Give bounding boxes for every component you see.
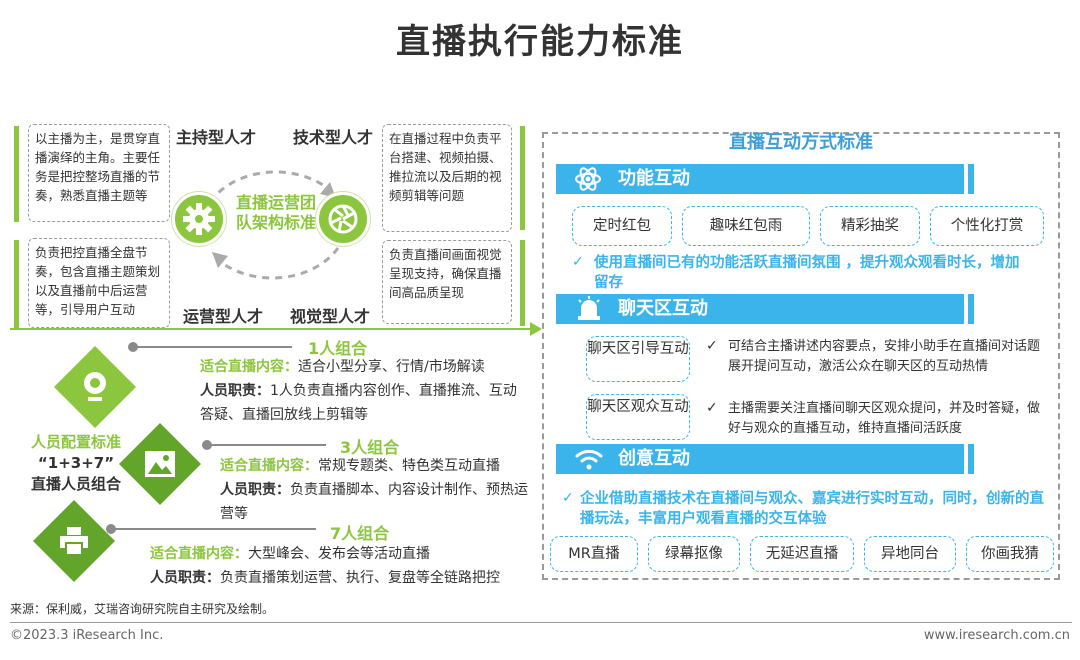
role-tech: 技术型人才 — [293, 128, 374, 147]
combo-3-title: 7人组合 — [330, 524, 390, 543]
pill-no-delay-live: 无延迟直播 — [750, 536, 854, 572]
pill-lucky-draw: 精彩抽奖 — [820, 206, 920, 246]
accent-bar — [520, 126, 525, 230]
combo-1-duty: 人员职责：1人负责直播内容创作、直播推流、互动答疑、直播回放线上剪辑等 — [200, 383, 517, 423]
copyright: ©2023.3 iResearch Inc. — [10, 628, 164, 643]
combo-3-line — [110, 528, 316, 530]
pill-timed-red-packet: 定时红包 — [572, 206, 672, 246]
page-title: 直播执行能力标准 — [396, 22, 684, 62]
combo-2-dot — [202, 440, 212, 450]
staffing-formula: “1+3+7” — [37, 454, 115, 472]
ops-description: 负责把控直播全盘节奏，包含直播主题策划以及直播前中后运营等，引导用户互动 — [28, 238, 170, 328]
gear-icon — [172, 192, 226, 246]
pill-green-screen: 绿幕抠像 — [648, 536, 740, 572]
chat-guide-desc: 可结合主播讲述内容要点，安排小助手在直播间对话题展开提问互动，激活公众在聊天区的… — [728, 339, 1041, 374]
pill-draw-guess: 你画我猜 — [966, 536, 1054, 572]
combo-2-duty-text: 负责直播脚本、内容设计制作、预热运营等 — [220, 482, 528, 522]
role-host: 主持型人才 — [176, 128, 257, 147]
combo-2-scene-text: 常规专题类、特色类互动直播 — [318, 458, 500, 474]
section-functional-title: 功能互动 — [618, 168, 690, 189]
source-note: 来源：保利威，艾瑞咨询研究院自主研究及绘制。 — [10, 602, 275, 616]
role-ops: 运营型人才 — [183, 307, 264, 326]
visual-description: 负责直播间画面视觉呈现支持，确保直播间高品质呈现 — [382, 240, 512, 324]
pill-personalized-tip: 个性化打赏 — [930, 206, 1044, 246]
pill-red-packet-rain: 趣味红包雨 — [682, 206, 810, 246]
alarm-icon — [578, 296, 600, 320]
arrow-right-icon — [530, 322, 542, 336]
camera-shutter-icon — [316, 192, 370, 246]
section-functional-note: 使用直播间已有的功能活跃直播间氛围 ，提升观众观看时长，增加留存 — [594, 255, 1020, 291]
host-description: 以主播为主，是贯穿直播演绎的主角。主要任务是把控整场直播的节奏，熟悉直播主题等 — [28, 124, 170, 222]
combo-3-scene-text: 大型峰会、发布会等活动直播 — [248, 546, 430, 562]
combo-3-duty: 人员职责：负责直播策划运营、执行、复盘等全链路把控 — [150, 570, 500, 586]
combo-1-scene-text: 适合小型分享、行情/市场解读 — [298, 359, 485, 375]
team-center-label: 直播运营团队架构标准 — [235, 193, 316, 232]
section-creative-title: 创意互动 — [618, 448, 690, 469]
combo-1-marker — [53, 345, 137, 429]
pill-chat-audience: 聊天区观众互动 — [586, 394, 690, 440]
section-creative-note: 企业借助直播技术在直播间与观众、嘉宾进行实时互动，同时，创新的直播玩法，丰富用户… — [580, 491, 1044, 527]
interaction-title: 直播互动方式标准 — [729, 132, 873, 153]
interaction-panel — [542, 132, 1060, 580]
section-chat-title: 聊天区互动 — [618, 298, 708, 319]
tech-description: 在直播过程中负责平台搭建、视频拍摄、推拉流以及后期的视频剪辑等问题 — [382, 124, 512, 232]
combo-1-duty-text: 1人负责直播内容创作、直播推流、互动答疑、直播回放线上剪辑等 — [200, 383, 517, 423]
section-chat-header: 聊天区互动 — [556, 294, 964, 324]
combo-1-line — [132, 346, 292, 348]
accent-bar — [520, 240, 525, 326]
pill-remote-stage: 异地同台 — [864, 536, 956, 572]
atom-icon — [575, 167, 601, 191]
check-icon: ✓ — [706, 400, 718, 416]
image-icon — [145, 451, 175, 477]
accent-bar — [14, 240, 19, 328]
chat-audience-desc: 主播需要关注直播间聊天区观众提问，并及时答疑，做好与观众的直播互动，维持直播间活… — [728, 401, 1041, 436]
combo-3-duty-text: 负责直播策划运营、执行、复盘等全链路把控 — [220, 570, 500, 586]
combo-3-dot — [106, 524, 116, 534]
webcam-icon — [84, 372, 106, 401]
combo-1-scene: 适合直播内容：适合小型分享、行情/市场解读 — [200, 359, 485, 375]
combo-3-marker — [32, 499, 116, 583]
section-divider — [10, 328, 534, 330]
header-end-cap — [968, 164, 974, 194]
combo-2-title: 3人组合 — [340, 438, 400, 457]
combo-2-marker — [118, 422, 202, 506]
wifi-icon — [575, 449, 603, 470]
combo-2-duty: 人员职责：负责直播脚本、内容设计制作、预热运营等 — [220, 482, 528, 522]
pill-mr-live: MR直播 — [550, 536, 638, 572]
combo-2-scene: 适合直播内容：常规专题类、特色类互动直播 — [220, 458, 500, 474]
staffing-standard-label: 人员配置标准 — [30, 433, 121, 451]
header-end-cap — [968, 294, 974, 324]
combo-3-scene: 适合直播内容：大型峰会、发布会等活动直播 — [150, 546, 430, 562]
combo-1-title: 1人组合 — [308, 339, 368, 358]
pill-chat-guide: 聊天区引导互动 — [586, 336, 690, 382]
combo-1-dot — [128, 342, 138, 352]
section-functional-header: 功能互动 — [556, 164, 964, 194]
combo-2-line — [206, 444, 326, 446]
staffing-subtitle: 直播人员组合 — [30, 475, 121, 493]
accent-bar — [14, 126, 19, 222]
website: www.iresearch.com.cn — [923, 628, 1070, 643]
check-icon: ✓ — [706, 338, 718, 354]
footer-divider — [10, 622, 1072, 623]
check-icon: ✓ — [572, 254, 584, 270]
check-icon: ✓ — [562, 490, 574, 506]
section-creative-header: 创意互动 — [556, 444, 964, 474]
header-end-cap — [968, 444, 974, 474]
printer-icon — [60, 527, 88, 556]
role-visual: 视觉型人才 — [290, 307, 371, 326]
